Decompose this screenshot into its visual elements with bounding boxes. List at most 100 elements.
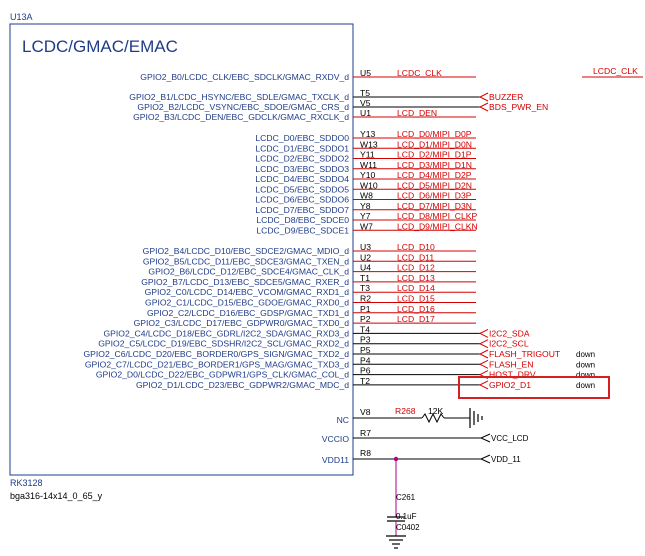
g2-row-2-pin-number: Y11 [360,150,375,160]
g3-row-3-net-label: LCD_D13 [397,273,435,283]
g3-row-9-pin-label: GPIO2_C5/LCDC_D19/EBC_SDSHR/I2C2_SCL/GMA… [98,339,349,349]
pin-nc-label: NC [337,415,349,425]
g1-row-2-pin-number: V5 [360,98,371,108]
g3-row-11-arrow-icon [478,359,489,369]
chip-body [9,23,354,476]
capacitor-ref: C261 [396,493,416,502]
g3-row-10-arrow-icon [478,349,489,359]
g3-row-2-pin-label: GPIO2_B6/LCDC_D12/EBC_SDCE4/GMAC_CLK_d [148,267,349,277]
resistor-ref: R268 [395,406,416,416]
g2-row-9-net-label: LCD_D9/MIPI_CLKN [397,221,478,231]
g1-row-2-pin-label: GPIO2_B2/LCDC_VSYNC/EBC_SDOE/GMAC_CRS_d [137,102,349,112]
g2-row-2-net-label: LCD_D2/MIPI_D1P [397,150,472,160]
vcc-lcd-arrow [479,433,491,443]
g3-row-12-pin-number: P6 [360,366,371,376]
ground-symbol-c261 [386,535,406,549]
pin-nc-number: V8 [360,407,371,417]
g2-row-7-pin-number: Y8 [360,201,371,211]
g3-row-11-pin-label: GPIO2_C7/LCDC_D21/EBC_BORDER1/GPS_MAG/GM… [85,359,349,369]
g3-row-8-arrow-icon [478,328,489,338]
resistor-r268 [421,412,445,424]
g3-row-6-pin-label: GPIO2_C2/LCDC_D16/EBC_GDSP/GMAC_TXD1_d [147,308,349,318]
g3-row-7-pin-number: P2 [360,314,371,324]
g2-row-6-net-label: LCD_D6/MIPI_D3P [397,191,472,201]
g3-row-1-pin-number: U2 [360,252,371,262]
g2-row-0-pin-number: Y13 [360,129,376,139]
g3-row-1-net-label: LCD_D11 [397,252,434,262]
g1-row-3-net-label: LCD_DEN [397,108,437,118]
g3-row-6-net-label: LCD_D16 [397,304,435,314]
g2-row-8-net-label: LCD_D8/MIPI_CLKP [397,211,478,221]
g1-row-0-net-label: LCDC_CLK [397,68,442,78]
g1-row-1-net-label: BUZZER [489,92,523,102]
g3-row-13-net-label: GPIO2_D1 [489,380,531,390]
g3-row-6-pin-number: P1 [360,304,371,314]
g2-row-3-pin-label: LCDC_D3/EBC_SDDO3 [255,164,349,174]
pin-vdd11-label: VDD11 [322,455,349,465]
g3-row-2-net-label: LCD_D12 [397,263,435,273]
package-name: bga316-14x14_0_65_y [10,491,103,501]
g2-row-9-pin-label: LCDC_D9/EBC_SDCE1 [256,225,349,235]
g3-row-11-net-label: FLASH_EN [489,359,533,369]
vdd11-label: VDD_11 [491,455,521,464]
ground-symbol-r268 [469,408,483,428]
g2-row-0-pin-label: LCDC_D0/EBC_SDDO0 [255,133,349,143]
g2-row-8-pin-number: Y7 [360,211,371,221]
part-ref: U13A [10,12,33,22]
pin-vdd11-number: R8 [360,448,371,458]
g2-row-4-net-label: LCD_D4/MIPI_D2P [397,170,472,180]
g3-row-11-note: down [576,360,595,369]
g3-row-0-pin-label: GPIO2_B4/LCDC_D10/EBC_SDCE2/GMAC_MDIO_d [143,246,350,256]
g3-row-12-note: down [576,371,595,380]
highlight-box [458,376,610,399]
offpage-label: LCDC_CLK [593,66,638,76]
g3-row-13-note: down [576,381,595,390]
g2-row-3-net-label: LCD_D3/MIPI_D1N [397,160,472,170]
g2-row-1-net-label: LCD_D1/MIPI_D0N [397,139,472,149]
g3-row-13-pin-label: GPIO2_D1/LCDC_D23/EBC_GDPWR2/GMAC_MDC_d [136,380,349,390]
g3-row-12-pin-label: GPIO2_D0/LCDC_D22/EBC_GDPWR1/GPS_CLK/GMA… [96,370,349,380]
g3-row-3-pin-number: T1 [360,273,370,283]
g3-row-12-net-label: HOST_DRV [489,370,536,380]
pin-vccio-number: R7 [360,428,371,438]
g3-row-4-pin-label: GPIO2_C0/LCDC_D14/EBC_VCOM/GMAC_RXD1_d [145,287,350,297]
g3-row-7-net-label: LCD_D17 [397,314,435,324]
g3-row-2-pin-number: U4 [360,263,371,273]
g3-row-8-net-label: I2C2_SDA [489,328,530,338]
g3-row-5-pin-label: GPIO2_C1/LCDC_D15/EBC_GDOE/GMAC_RXD0_d [145,298,349,308]
g1-row-1-pin-number: T5 [360,88,370,98]
g3-row-9-pin-number: P3 [360,335,371,345]
g3-row-10-note: down [576,350,595,359]
g2-row-6-pin-label: LCDC_D6/EBC_SDDO6 [255,195,349,205]
g2-row-7-net-label: LCD_D7/MIPI_D3N [397,201,472,211]
g2-row-9-pin-number: W7 [360,221,373,231]
g2-row-5-pin-label: LCDC_D5/EBC_SDDO5 [255,184,349,194]
g2-row-0-net-label: LCD_D0/MIPI_D0P [397,129,472,139]
g3-row-9-arrow-icon [478,339,489,349]
g2-row-1-pin-label: LCDC_D1/EBC_SDDO1 [255,143,349,153]
g3-row-10-pin-number: P5 [360,345,371,355]
block-title: LCDC/GMAC/EMAC [22,37,178,56]
g3-row-4-pin-number: T3 [360,283,370,293]
g1-row-1-arrow-icon [478,92,489,102]
g3-row-0-pin-number: U3 [360,242,371,252]
g2-row-5-net-label: LCD_D5/MIPI_D2N [397,180,472,190]
g3-row-9-net-label: I2C2_SCL [489,339,529,349]
g2-row-1-pin-number: W13 [360,139,378,149]
g3-row-5-net-label: LCD_D15 [397,294,435,304]
g2-row-4-pin-number: Y10 [360,170,376,180]
g3-row-11-pin-number: P4 [360,355,371,365]
vcc-lcd-label: VCC_LCD [491,434,529,443]
g2-row-6-pin-number: W8 [360,191,373,201]
capacitor-size: C0402 [396,523,420,532]
resistor-value: 12K [428,406,444,416]
g3-row-13-pin-number: T2 [360,376,370,386]
capacitor-value: 0.1uF [396,512,417,521]
g1-row-2-arrow-icon [478,102,489,112]
g2-row-5-pin-number: W10 [360,180,378,190]
g3-row-8-pin-number: T4 [360,324,370,334]
pin-vccio-label: VCCIO [322,434,350,444]
g3-row-10-pin-label: GPIO2_C6/LCDC_D20/EBC_BORDER0/GPS_SIGN/G… [83,349,349,359]
g1-row-3-pin-number: U1 [360,108,371,118]
g2-row-7-pin-label: LCDC_D7/EBC_SDDO7 [255,205,349,215]
